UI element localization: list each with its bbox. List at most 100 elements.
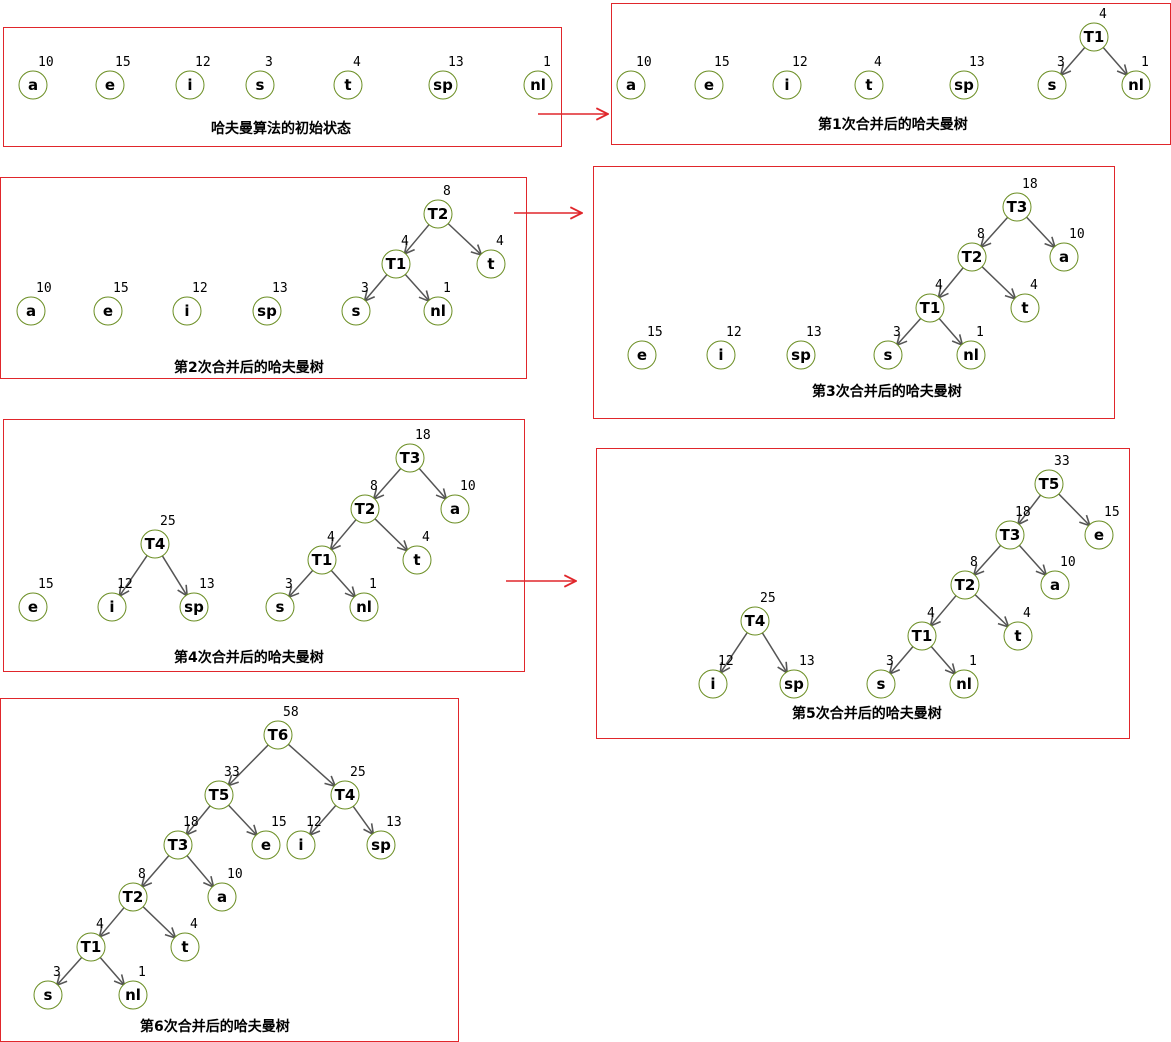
- node-weight: 1: [1141, 55, 1149, 70]
- edge-t6-t4: [286, 742, 335, 786]
- edge-t1-nl: [98, 955, 125, 985]
- node-label: a: [1059, 248, 1069, 266]
- edge-t2-t1: [930, 593, 958, 626]
- node-e: e15: [694, 55, 730, 100]
- node-i: i12: [772, 55, 808, 100]
- edge-t4-sp: [160, 553, 187, 596]
- node-t: t4: [170, 917, 200, 962]
- node-weight: 10: [636, 55, 652, 70]
- node-weight: 15: [271, 815, 287, 830]
- node-weight: 4: [190, 917, 198, 932]
- node-weight: 3: [265, 55, 273, 70]
- node-weight: 18: [183, 815, 199, 830]
- node-weight: 12: [117, 577, 133, 592]
- node-circle: [76, 932, 106, 962]
- node-circle: [97, 592, 127, 622]
- edge-t2-t: [141, 904, 176, 938]
- edge-t1-nl: [1101, 45, 1128, 75]
- node-label: i: [109, 598, 114, 616]
- node-e: e15: [251, 815, 287, 860]
- edge-t5-e: [1056, 492, 1089, 526]
- node-t1: T14: [907, 606, 937, 651]
- node-label: t: [344, 76, 351, 94]
- node-circle: [330, 780, 360, 810]
- node-s: s3: [265, 577, 295, 622]
- node-nl: nl1: [423, 281, 453, 326]
- node-circle: [172, 296, 202, 326]
- node-circle: [1079, 22, 1109, 52]
- node-circle: [1049, 242, 1079, 272]
- node-label: T3: [168, 836, 189, 854]
- edge-t3-t2: [374, 466, 403, 499]
- node-weight: 13: [969, 55, 985, 70]
- node-weight: 8: [443, 184, 451, 199]
- node-weight: 4: [927, 606, 935, 621]
- node-weight: 8: [370, 479, 378, 494]
- node-circle: [170, 932, 200, 962]
- node-s: s3: [33, 965, 63, 1010]
- edge-t1-s: [57, 955, 84, 985]
- node-weight: 10: [1069, 227, 1085, 242]
- node-t2: T28: [957, 227, 987, 272]
- node-label: i: [710, 675, 715, 693]
- node-circle: [786, 340, 816, 370]
- node-circle: [1010, 293, 1040, 323]
- node-s: s3: [1037, 55, 1067, 100]
- node-weight: 3: [1057, 55, 1065, 70]
- node-circle: [207, 882, 237, 912]
- node-weight: 3: [53, 965, 61, 980]
- node-a: a10: [1040, 555, 1076, 600]
- node-weight: 15: [647, 325, 663, 340]
- node-circle: [950, 570, 980, 600]
- node-e: e15: [627, 325, 663, 370]
- node-t2: T28: [118, 867, 148, 912]
- node-label: T4: [335, 786, 356, 804]
- node-weight: 4: [1030, 278, 1038, 293]
- edge-t3-a: [185, 853, 214, 887]
- node-label: t: [181, 938, 188, 956]
- node-e: e15: [93, 281, 129, 326]
- node-circle: [349, 592, 379, 622]
- caption-merge-1: 第1次合并后的哈夫曼树: [818, 117, 968, 133]
- panel-merge-5: [596, 448, 1130, 739]
- node-circle: [341, 296, 371, 326]
- node-e: e15: [1084, 505, 1120, 550]
- node-label: nl: [1128, 76, 1144, 94]
- node-label: s: [1048, 76, 1057, 94]
- node-circle: [333, 70, 363, 100]
- node-a: a10: [1049, 227, 1085, 272]
- node-weight: 15: [113, 281, 129, 296]
- node-s: s3: [866, 654, 896, 699]
- node-circle: [428, 70, 458, 100]
- node-circle: [698, 669, 728, 699]
- node-circle: [995, 520, 1025, 550]
- edge-t5-t3: [186, 803, 212, 835]
- node-weight: 3: [361, 281, 369, 296]
- node-circle: [915, 293, 945, 323]
- node-weight: 4: [1023, 606, 1031, 621]
- panel-merge-6: [0, 698, 459, 1042]
- node-weight: 4: [401, 234, 409, 249]
- node-weight: 13: [199, 577, 215, 592]
- node-label: T2: [428, 205, 449, 223]
- node-label: T1: [312, 551, 333, 569]
- edge-t4-i: [310, 803, 338, 835]
- node-weight: 4: [874, 55, 882, 70]
- node-circle: [616, 70, 646, 100]
- node-label: s: [877, 675, 886, 693]
- node-circle: [907, 621, 937, 651]
- node-weight: 15: [714, 55, 730, 70]
- node-label: nl: [530, 76, 546, 94]
- node-circle: [16, 296, 46, 326]
- node-a: a10: [16, 281, 52, 326]
- edge-t3-a: [1017, 543, 1046, 575]
- node-weight: 10: [227, 867, 243, 882]
- node-t1: T14: [1079, 7, 1109, 52]
- node-weight: 15: [38, 577, 54, 592]
